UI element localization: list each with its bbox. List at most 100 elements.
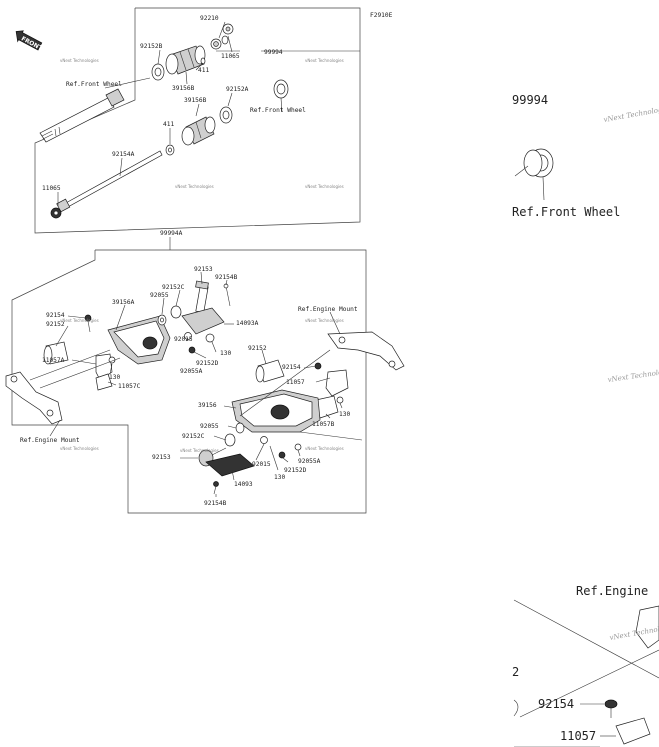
zoom-part-11057: 11057 — [560, 729, 596, 743]
collar-92152-left — [43, 341, 69, 365]
label-39156b-upper: 39156B — [172, 85, 195, 92]
label-kit-99994: 99994 — [264, 49, 283, 56]
label-11057a: 11057A — [42, 357, 65, 364]
label-130-right: 130 — [339, 411, 350, 418]
label-92154b-bottom: 92154B — [204, 500, 227, 507]
collar-92152-right — [255, 359, 285, 383]
top-assembly: 92210 92152B 411 11065 99994 39156B Ref.… — [34, 7, 361, 234]
label-92152c-top: 92152C — [162, 284, 185, 291]
label-130-mid: 130 — [109, 374, 120, 381]
label-92152d-bottom: 92152D — [284, 467, 307, 474]
frame-slider-39156 — [231, 389, 321, 433]
top-assembly-frame — [34, 7, 361, 234]
label-411-lower: 411 — [163, 121, 174, 128]
label-92055a-top: 92055A — [180, 368, 203, 375]
zoom-part-c: 2 — [512, 665, 519, 679]
zoom-ref-front-wheel: Ref.Front Wheel — [512, 205, 620, 219]
axle-slider-lower — [181, 116, 216, 146]
label-92152d-top: 92152D — [196, 360, 219, 367]
watermark: vNext Technologies — [60, 58, 99, 63]
label-92055-top: 92055 — [150, 292, 169, 299]
label-92055-bottom: 92055 — [200, 423, 219, 430]
label-ref-engine-mount-left: Ref.Engine Mount — [20, 437, 80, 444]
engine-mount-bracket-left — [5, 371, 63, 425]
label-92153-top: 92153 — [194, 266, 213, 273]
label-11065-upper: 11065 — [221, 53, 240, 60]
watermark: vNext Technologies — [60, 446, 99, 451]
label-92154-left: 92154 — [46, 312, 65, 319]
washer-411-lower — [165, 144, 175, 156]
label-14093: 14093 — [234, 481, 253, 488]
bolt-92154a — [56, 150, 163, 213]
label-39156: 39156 — [198, 402, 217, 409]
label-ref-engine-mount-right: Ref.Engine Mount — [298, 306, 358, 313]
watermark: vNext Technologies — [305, 318, 344, 323]
label-92154-right: 92154 — [282, 364, 301, 371]
frame-slider-39156a — [107, 315, 171, 365]
label-11057c: 11057C — [118, 383, 141, 390]
watermark: vNext Technologies — [180, 448, 219, 453]
watermark: vNext Technologies — [175, 184, 214, 189]
zoom-kit-id: 99994 — [512, 93, 548, 107]
top-leader-lines — [57, 21, 360, 206]
label-11065-lower: 11065 — [42, 185, 61, 192]
collar-92152a — [219, 106, 233, 124]
label-ref-front-wheel-left: Ref.Front Wheel — [66, 81, 122, 88]
washer-92055-top — [157, 314, 167, 326]
zoom-crop-bottom: Ref.Engine vNext Technologies 2 92154 11… — [512, 584, 659, 747]
collar-92152d-bottom — [278, 451, 286, 459]
nut-130-right — [336, 396, 344, 404]
label-92153-bottom: 92153 — [152, 454, 171, 461]
cap-11065-upper — [222, 23, 234, 35]
bottom-assembly: 99994A 92153 92154B 92152C 92055 39156A … — [5, 230, 405, 514]
bolt-92154-left — [84, 314, 92, 333]
label-kit-99994a: 99994A — [160, 230, 183, 237]
nut-92210 — [210, 35, 229, 50]
label-14093a: 14093A — [236, 320, 259, 327]
watermark: vNext Technologies — [305, 184, 344, 189]
bracket-11057 — [325, 369, 349, 397]
spacer-92152c-top — [170, 305, 182, 319]
watermark: vNext Technologies — [305, 58, 344, 63]
label-ref-front-wheel-right: Ref.Front Wheel — [250, 107, 306, 114]
collar-92152d-top — [188, 346, 196, 354]
bolt-92153-top — [195, 280, 209, 313]
zoom-crop-top: 99994 Ref.Front Wheel vNext Technologies… — [512, 93, 659, 384]
label-130-top: 130 — [220, 350, 231, 357]
label-11057b: 11057B — [312, 421, 335, 428]
label-92015-top: 92015 — [174, 336, 193, 343]
bottom-leader-lines — [29, 271, 363, 497]
figure-code: F2910E — [370, 12, 393, 19]
bolt-92154b-bottom — [213, 481, 219, 495]
label-130-bottom: 130 — [274, 474, 285, 481]
label-92154a: 92154A — [112, 151, 135, 158]
label-11057: 11057 — [286, 379, 305, 386]
bottom-assembly-frame — [11, 249, 367, 514]
plate-14093 — [205, 453, 255, 477]
label-92152c-bottom: 92152C — [182, 433, 205, 440]
engine-mount-bracket-right — [327, 331, 405, 371]
label-39156b-lower: 39156B — [184, 97, 207, 104]
label-92152b: 92152B — [140, 43, 163, 50]
washer-411-upper — [200, 57, 206, 65]
watermark: vNext Technologies — [603, 104, 659, 124]
nut-92015-bottom — [260, 436, 268, 444]
washer-92055-bottom — [235, 422, 245, 434]
label-92015-bottom: 92015 — [252, 461, 271, 468]
nut-130-top — [205, 333, 215, 343]
cap-11065-lower — [50, 207, 62, 219]
bracket-11057c — [95, 373, 113, 391]
front-badge: FRONT — [15, 30, 44, 53]
label-92152-right: 92152 — [248, 345, 267, 352]
label-92152-left: 92152 — [46, 321, 65, 328]
watermark: vNext Technologies — [305, 446, 344, 451]
nut-92055a-bottom — [294, 443, 302, 451]
collar-92152b — [151, 63, 165, 81]
bolt-92154b-top — [223, 283, 231, 307]
zoom-part-92154: 92154 — [538, 697, 574, 711]
wheel-ring-right — [273, 79, 289, 99]
nut-92015-top — [184, 332, 192, 340]
label-92154b-top: 92154B — [215, 274, 238, 281]
front-axle-shaft — [39, 88, 125, 143]
